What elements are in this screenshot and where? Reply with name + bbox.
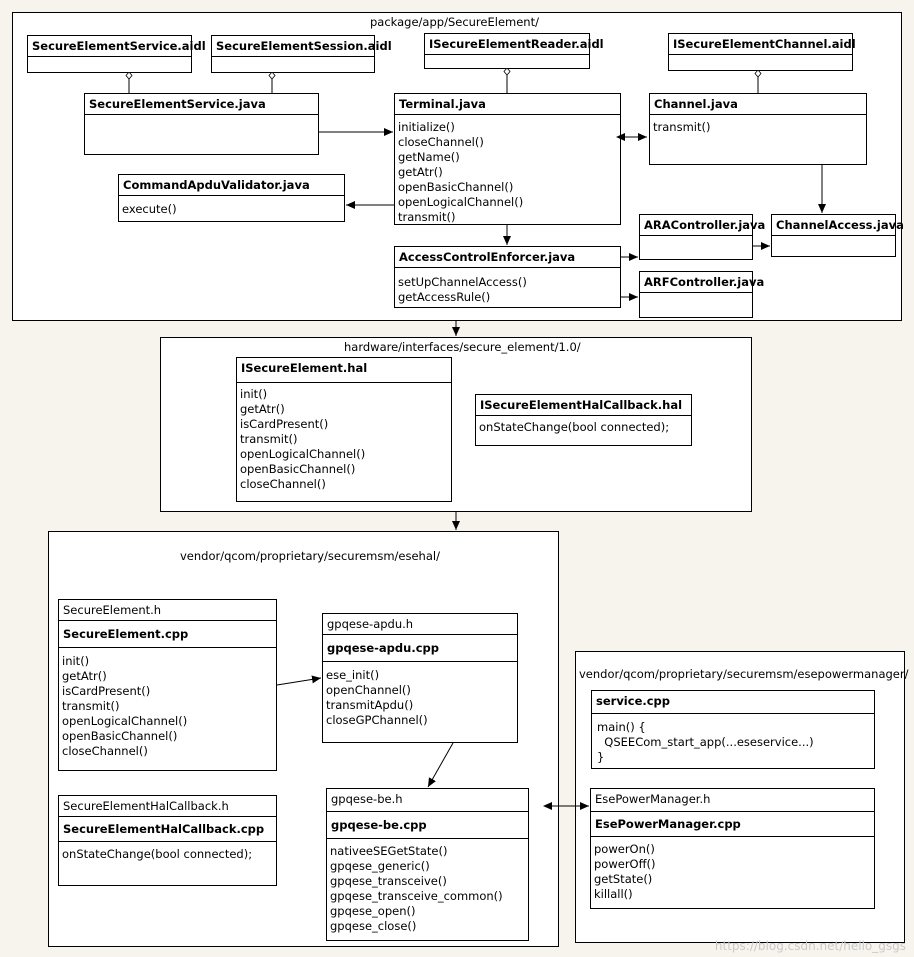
ise-hal-method: openLogicalChannel() xyxy=(240,447,366,461)
se-session-aidl-box: SecureElementSession.aidl xyxy=(211,35,392,73)
se-service-aidl-title: SecureElementService.aidl xyxy=(28,36,206,57)
se-cpp-method: transmit() xyxy=(62,699,120,713)
apdu-cpp-method: ese_init() xyxy=(326,668,380,682)
se-service-java-box: SecureElementService.java xyxy=(84,93,319,155)
ace-box: AccessControlEnforcer.java setUpChannelA… xyxy=(394,246,621,308)
se-cb-cpp-title: SecureElementHalCallback.cpp xyxy=(59,817,276,842)
package-hal-label: hardware/interfaces/secure_element/1.0/ xyxy=(344,340,581,354)
ara-controller-box: ARAController.java xyxy=(639,214,765,260)
apdu-validator-box: CommandApduValidator.java execute() xyxy=(118,174,345,222)
terminal-method: transmit() xyxy=(398,210,456,224)
se-session-aidl-title: SecureElementSession.aidl xyxy=(212,36,392,57)
arf-controller-title: ARFController.java xyxy=(640,272,764,293)
ace-title: AccessControlEnforcer.java xyxy=(395,247,620,268)
reader-aidl-title: ISecureElementReader.aidl xyxy=(425,34,604,55)
terminal-method: closeChannel() xyxy=(398,135,484,149)
channel-aidl-title: ISecureElementChannel.aidl xyxy=(669,34,856,55)
power-cpp-method: getState() xyxy=(594,872,653,886)
apdu-cpp-method: transmitApdu() xyxy=(326,698,414,712)
ise-hal-title: ISecureElement.hal xyxy=(237,358,451,383)
se-cb-cpp-box: SecureElementHalCallback.h SecureElement… xyxy=(58,795,277,886)
package-esehal-label: vendor/qcom/proprietary/securemsm/esehal… xyxy=(180,549,440,563)
arrow-apdu-to-be xyxy=(427,742,454,788)
se-cpp-box: SecureElement.h SecureElement.cpp init()… xyxy=(58,599,277,771)
se-cpp-title: SecureElement.cpp xyxy=(59,621,276,648)
be-cpp-title: gpqese-be.cpp xyxy=(327,812,528,839)
se-cb-h-title: SecureElementHalCallback.h xyxy=(59,796,276,817)
ace-method: getAccessRule() xyxy=(398,290,491,304)
apdu-validator-title: CommandApduValidator.java xyxy=(119,175,344,196)
se-cpp-method: closeChannel() xyxy=(62,744,148,758)
power-cpp-method: powerOff() xyxy=(594,857,656,871)
terminal-method: openBasicChannel() xyxy=(398,180,514,194)
arrow-se-to-apdu xyxy=(276,675,322,686)
power-h-title: EsePowerManager.h xyxy=(591,789,874,812)
channel-java-box: Channel.java transmit() xyxy=(649,93,867,165)
ise-cb-hal-title: ISecureElementHalCallback.hal xyxy=(476,395,691,416)
se-h-title: SecureElement.h xyxy=(59,600,276,621)
ace-method: setUpChannelAccess() xyxy=(398,275,527,289)
se-cpp-method: openBasicChannel() xyxy=(62,729,178,743)
service-cpp-line: } xyxy=(597,750,605,764)
apdu-cpp-box: gpqese-apdu.h gpqese-apdu.cpp ese_init()… xyxy=(322,613,518,743)
channel-java-title: Channel.java xyxy=(650,94,866,115)
be-cpp-method: gpqese_close() xyxy=(330,919,417,933)
terminal-method: openLogicalChannel() xyxy=(398,195,524,209)
be-cpp-method: gpqese_transceive_common() xyxy=(330,889,503,903)
be-h-title: gpqese-be.h xyxy=(327,789,528,812)
ara-controller-title: ARAController.java xyxy=(640,215,765,236)
apdu-cpp-method: closeGPChannel() xyxy=(326,713,428,727)
terminal-method: getAtr() xyxy=(398,165,443,179)
ise-hal-method: closeChannel() xyxy=(240,477,326,491)
watermark: https://blog.csdn.net/hello_gsgs xyxy=(714,939,906,953)
se-cpp-method: openLogicalChannel() xyxy=(62,714,188,728)
service-cpp-title: service.cpp xyxy=(592,691,874,714)
ise-cb-hal-box: ISecureElementHalCallback.hal onStateCha… xyxy=(475,394,692,446)
be-cpp-method: gpqese_generic() xyxy=(330,859,430,873)
apdu-cpp-method: openChannel() xyxy=(326,683,411,697)
se-cpp-method: init() xyxy=(62,654,90,668)
se-cpp-method: getAtr() xyxy=(62,669,107,683)
ise-cb-hal-method: onStateChange(bool connected); xyxy=(479,420,670,434)
arf-controller-box: ARFController.java xyxy=(639,271,764,318)
service-cpp-box: service.cpp main() { QSEECom_start_app(.… xyxy=(591,690,875,769)
be-cpp-method: nativeeSEGetState() xyxy=(330,844,448,858)
package-app-label: package/app/SecureElement/ xyxy=(370,15,539,29)
ise-hal-method: transmit() xyxy=(240,432,298,446)
service-cpp-line: main() { xyxy=(597,720,646,734)
terminal-java-box: Terminal.java initialize() closeChannel(… xyxy=(394,93,621,225)
service-cpp-line: QSEECom_start_app(...eseservice...) xyxy=(597,735,814,749)
power-cpp-box: EsePowerManager.h EsePowerManager.cpp po… xyxy=(590,788,875,909)
be-cpp-box: gpqese-be.h gpqese-be.cpp nativeeSEGetSt… xyxy=(326,788,529,941)
channel-method: transmit() xyxy=(653,120,711,134)
ise-hal-method: isCardPresent() xyxy=(240,417,329,431)
power-cpp-method: powerOn() xyxy=(594,842,655,856)
terminal-java-title: Terminal.java xyxy=(395,94,620,115)
be-cpp-method: gpqese_open() xyxy=(330,904,416,918)
channel-access-box: ChannelAccess.java xyxy=(771,214,904,257)
ise-hal-method: init() xyxy=(240,387,268,401)
package-power-label: vendor/qcom/proprietary/securemsm/esepow… xyxy=(579,667,909,681)
apdu-validator-method: execute() xyxy=(122,202,177,216)
se-cpp-method: isCardPresent() xyxy=(62,684,151,698)
apdu-cpp-title: gpqese-apdu.cpp xyxy=(323,635,517,662)
reader-aidl-box: ISecureElementReader.aidl xyxy=(424,33,604,69)
se-cb-cpp-method: onStateChange(bool connected); xyxy=(62,847,253,861)
ise-hal-method: getAtr() xyxy=(240,402,285,416)
power-cpp-method: killall() xyxy=(594,887,633,901)
ise-hal-method: openBasicChannel() xyxy=(240,462,356,476)
power-cpp-title: EsePowerManager.cpp xyxy=(591,812,874,837)
se-service-java-title: SecureElementService.java xyxy=(85,94,318,115)
apdu-h-title: gpqese-apdu.h xyxy=(323,614,517,635)
terminal-method: initialize() xyxy=(398,120,455,134)
terminal-method: getName() xyxy=(398,150,460,164)
be-cpp-method: gpqese_transceive() xyxy=(330,874,447,888)
ise-hal-box: ISecureElement.hal init() getAtr() isCar… xyxy=(236,357,452,502)
se-service-aidl-box: SecureElementService.aidl xyxy=(27,35,206,73)
channel-access-title: ChannelAccess.java xyxy=(772,215,904,236)
